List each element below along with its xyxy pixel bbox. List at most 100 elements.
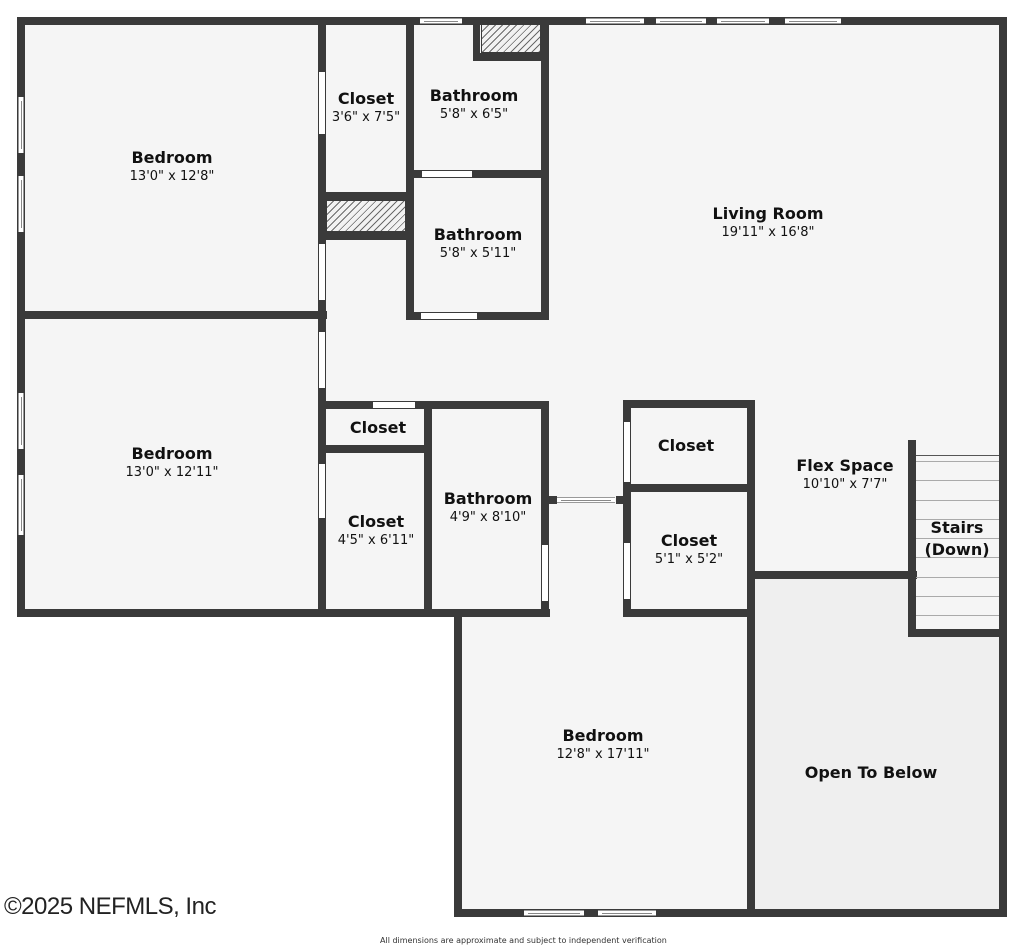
room-label-bedroom-2: Bedroom 13'0" x 12'11" (126, 444, 219, 481)
wall-exterior-top (17, 17, 1007, 25)
room-dimensions: 3'6" x 7'5" (331, 110, 401, 125)
door-closet5 (624, 543, 630, 599)
door-bath2 (421, 313, 477, 319)
wall-stairs-bottom (908, 629, 1007, 637)
room-name: Living Room (712, 204, 824, 223)
room-label-bedroom-1: Bedroom 13'0" x 12'8" (130, 148, 215, 185)
room-dimensions: 19'11" x 16'8" (721, 225, 815, 240)
wall-bath-divider (406, 170, 549, 178)
wall-hatch-bottom (318, 232, 414, 240)
window-bedroom3-b (598, 910, 656, 916)
room-label-living-room: Living Room 19'11" x 16'8" (713, 204, 824, 241)
window-living-4 (785, 18, 841, 24)
room-dimensions: 13'0" x 12'8" (129, 169, 215, 184)
chase-hatch-1 (481, 24, 541, 53)
door-bedroom2 (319, 332, 325, 388)
floor-area-south (460, 600, 755, 912)
window-bath1 (420, 18, 462, 24)
room-label-stairs: Stairs (Down) (924, 518, 989, 560)
room-dimensions: 5'1" x 5'2" (654, 552, 724, 567)
room-dimensions: 5'8" x 5'11" (439, 246, 517, 261)
stair-tread (916, 538, 999, 539)
room-label-bedroom-3: Bedroom 12'8" x 17'11" (557, 726, 650, 763)
wall-bath3-east (541, 401, 549, 617)
window-bedroom1-b (18, 176, 24, 232)
door-closet3 (319, 464, 325, 518)
door-bath-divider (422, 171, 472, 177)
chase-hatch-2 (326, 200, 406, 232)
wall-bedroom-east (318, 17, 326, 617)
wall-exterior-right (999, 17, 1007, 917)
wall-door-stub-right (616, 496, 624, 504)
room-name: Bathroom (429, 86, 519, 105)
room-name: Bathroom (443, 489, 533, 508)
dimensions-disclaimer: All dimensions are approximate and subje… (380, 936, 667, 945)
window-bedroom2-a (18, 393, 24, 449)
window-living-1 (586, 18, 644, 24)
wall-closet2-top (318, 401, 549, 409)
wall-closet4-west (623, 400, 631, 617)
stair-tread (916, 455, 999, 456)
wall-bath2-bottom (406, 312, 549, 320)
stair-tread (916, 615, 999, 616)
window-bedroom1-a (18, 97, 24, 153)
window-living-3 (717, 18, 769, 24)
room-label-bathroom-1: Bathroom 5'8" x 6'5" (430, 86, 519, 123)
wall-closet5-bottom (623, 609, 755, 617)
wall-door-stub-left (549, 496, 557, 504)
wall-closet4-top (623, 400, 755, 408)
door-south-bedroom (557, 497, 615, 503)
stair-tread (916, 480, 999, 481)
wall-exterior-bottom (454, 909, 1007, 917)
wall-chase-left (473, 17, 480, 60)
room-dimensions: 12'8" x 17'11" (556, 747, 650, 762)
room-label-closet-3: Closet 4'5" x 6'11" (338, 512, 414, 549)
wall-closet-east (747, 400, 755, 917)
room-dimensions: 10'10" x 7'7" (802, 477, 888, 492)
room-label-closet-1: Closet 3'6" x 7'5" (332, 89, 400, 126)
wall-exterior-bottom-left (17, 609, 550, 617)
stair-tread (916, 557, 999, 558)
stair-tread (916, 577, 999, 578)
room-label-closet-4: Closet (658, 436, 714, 456)
wall-closet45-divider (623, 484, 755, 492)
copyright-watermark: ©2025 NEFMLS, Inc (4, 893, 216, 920)
window-living-2 (656, 18, 706, 24)
room-label-open-to-below: Open To Below (805, 763, 938, 783)
wall-bedroom-divider (17, 311, 327, 319)
room-label-bathroom-2: Bathroom 5'8" x 5'11" (434, 225, 523, 262)
stair-tread (916, 500, 999, 501)
room-label-closet-5: Closet 5'1" x 5'2" (655, 531, 723, 568)
room-name: Closet (337, 89, 395, 108)
room-name: Bedroom (131, 444, 213, 463)
room-dimensions: 13'0" x 12'11" (125, 465, 219, 480)
stair-tread (916, 461, 999, 462)
room-dimensions: 4'5" x 6'11" (337, 533, 415, 548)
wall-chase-bottom (473, 53, 549, 61)
room-name: Bedroom (131, 148, 213, 167)
room-label-flex-space: Flex Space 10'10" x 7'7" (796, 456, 893, 493)
room-label-bathroom-3: Bathroom 4'9" x 8'10" (444, 489, 533, 526)
wall-closet3-east (424, 401, 432, 617)
wall-stairs-west (908, 440, 916, 637)
wall-closet2-bottom (318, 445, 431, 453)
room-name: Flex Space (796, 456, 894, 475)
window-bedroom3-a (524, 910, 584, 916)
window-bedroom2-b (18, 475, 24, 535)
door-closet1 (319, 72, 325, 134)
room-name-secondary: (Down) (924, 540, 990, 559)
floor-area-stairs (914, 455, 1000, 630)
door-bath3 (542, 545, 548, 601)
door-hall-1 (319, 244, 325, 300)
room-name: Bedroom (562, 726, 644, 745)
wall-closet1-east (406, 17, 414, 320)
wall-flex-bottom (747, 571, 917, 579)
wall-south-bedroom-left (454, 609, 462, 917)
room-label-closet-2: Closet (350, 418, 406, 438)
room-name: Closet (660, 531, 718, 550)
room-dimensions: 4'9" x 8'10" (449, 510, 527, 525)
room-dimensions: 5'8" x 6'5" (439, 107, 509, 122)
door-closet2 (373, 402, 415, 408)
door-closet4 (624, 422, 630, 482)
